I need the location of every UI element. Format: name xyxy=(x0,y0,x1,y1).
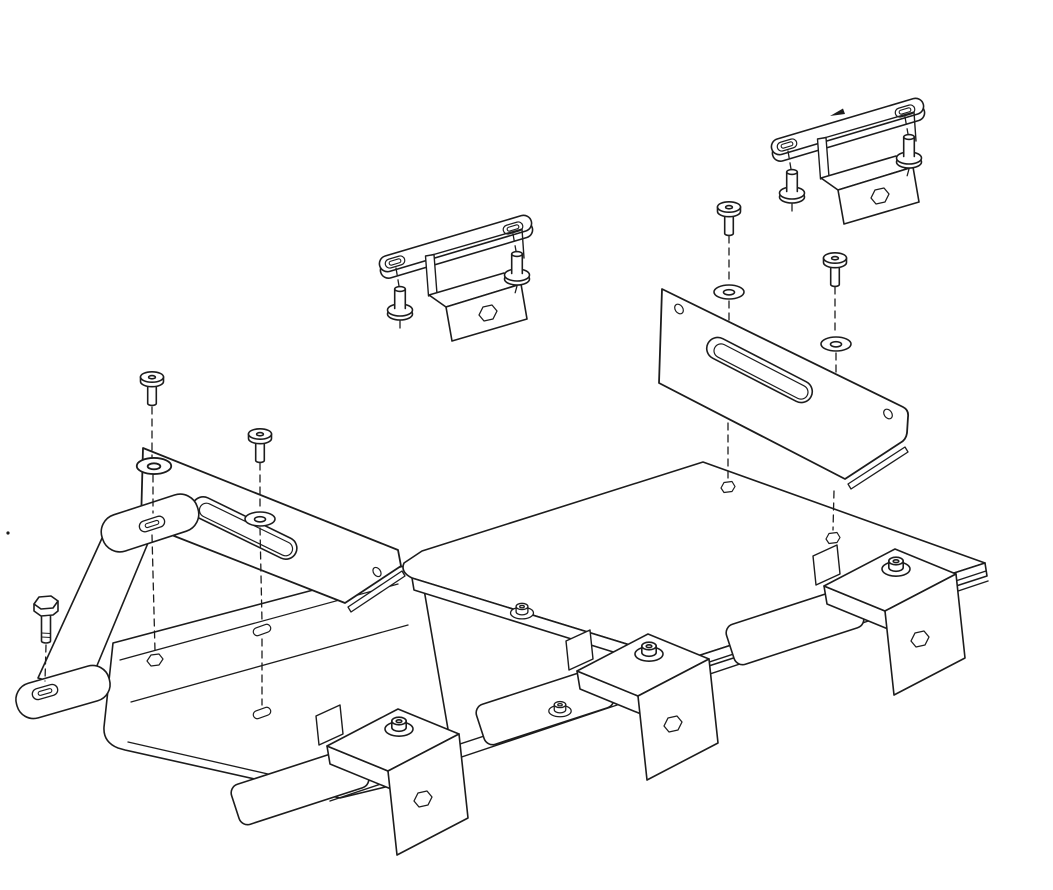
washer-left-1 xyxy=(135,457,173,475)
part-clamp-assembly-middle xyxy=(378,214,534,342)
centerlines-right-plate xyxy=(727,235,837,531)
base-top-surface xyxy=(402,461,988,675)
arrow-tick xyxy=(830,108,845,116)
centerlines-left-plate xyxy=(151,406,263,706)
side-plate-right-lip xyxy=(847,446,909,490)
clamp-z-bracket xyxy=(424,228,528,342)
centerline-hex-bolt xyxy=(44,644,47,682)
strap-slot-right xyxy=(502,221,524,235)
washer-left-2 xyxy=(244,511,276,527)
centerlines-clamp xyxy=(395,233,518,332)
z-bracket-hex-hole xyxy=(478,304,498,322)
side-plate-right-hole-top xyxy=(674,303,684,315)
channel-hex-hole xyxy=(146,653,164,667)
base-hole-right xyxy=(825,531,841,545)
side-plate-right-hole-bottom xyxy=(883,408,893,420)
stray-dot xyxy=(6,531,10,535)
clamp-strap xyxy=(378,214,533,273)
part-base-plate xyxy=(103,461,989,826)
side-plate-right-slot xyxy=(705,336,814,404)
part-hex-bolt xyxy=(33,595,59,644)
base-hole-left xyxy=(720,480,736,494)
side-plate-left-corner-hole xyxy=(372,566,382,578)
arm-bottom-tab-slot xyxy=(31,683,59,701)
side-plate-left-fasteners xyxy=(135,370,276,706)
part-side-plate-left xyxy=(140,447,406,613)
washer-right-1 xyxy=(713,284,745,300)
part-side-plate-right xyxy=(658,201,910,531)
channel-slot-lower xyxy=(252,706,272,720)
line-art xyxy=(6,96,989,856)
part-channel-bracket-left xyxy=(315,704,469,856)
strap-slot-left xyxy=(384,255,406,269)
part-support-arm xyxy=(15,493,200,720)
channel-slot-upper xyxy=(252,623,272,637)
washer-right-2 xyxy=(820,336,852,352)
bracket-hex-hole xyxy=(413,790,433,808)
arm-top-tab-slot xyxy=(138,515,166,533)
arm-bottom-tab xyxy=(15,664,111,720)
side-plate-left-lip xyxy=(347,570,406,613)
